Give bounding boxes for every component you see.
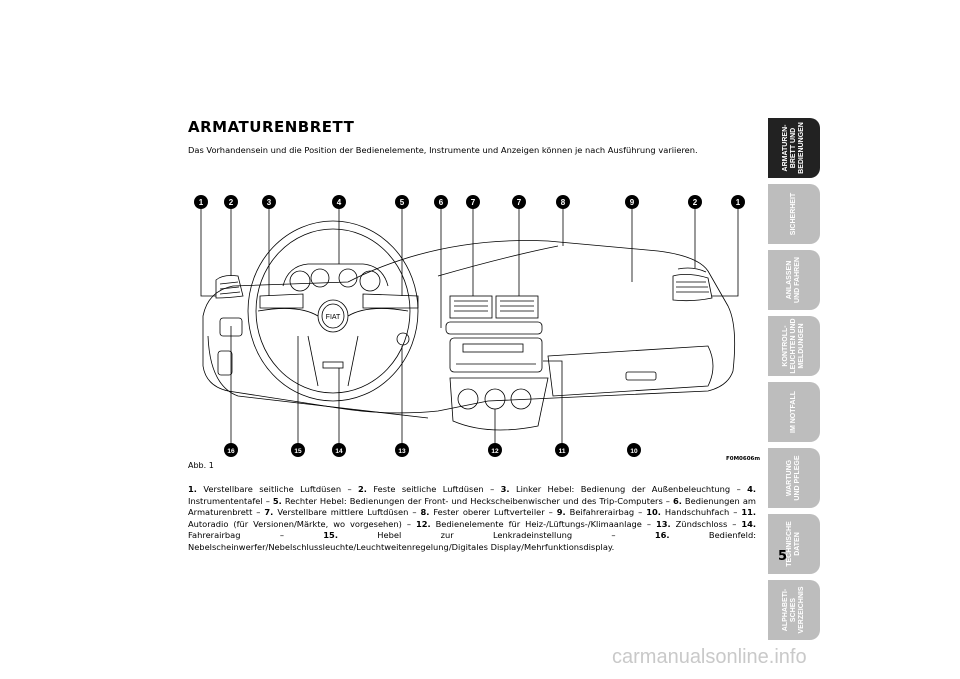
figure-id: F0M0606m [726, 456, 761, 462]
callout-6: 6 [439, 198, 444, 207]
callout-7b: 7 [517, 198, 522, 207]
tab-armaturenbrett[interactable]: ARMATUREN- BRETT UND BEDIENUNGEN [768, 118, 820, 178]
fiat-logo: FIAT [326, 314, 341, 321]
tab-notfall[interactable]: IM NOTFALL [768, 382, 820, 442]
callout-2b: 2 [693, 198, 698, 207]
watermark: carmanualsonline.info [612, 646, 807, 668]
callout-15: 15 [294, 448, 302, 455]
chapter-tabs: ARMATUREN- BRETT UND BEDIENUNGEN SICHERH… [768, 118, 820, 646]
tab-technische-daten[interactable]: TECHNISCHE DATEN [768, 514, 820, 574]
intro-text: Das Vorhandensein und die Position der B… [188, 145, 698, 155]
callout-10: 10 [630, 448, 638, 455]
tab-verzeichnis[interactable]: ALPHABETI- SCHES VERZEICHNIS [768, 580, 820, 640]
callout-8: 8 [561, 198, 566, 207]
callout-14: 14 [335, 448, 343, 455]
callout-1b: 1 [736, 198, 741, 207]
dashboard-figure: 1 2 3 4 5 6 7 7 8 9 2 1 16 15 14 13 12 1… [194, 195, 745, 457]
callout-4: 4 [337, 198, 342, 207]
tab-kontrollleuchten[interactable]: KONTROLL- LEUCHTEN UND MELDUNGEN [768, 316, 820, 376]
legend-text: 1. Verstellbare seitliche Luftdüsen – 2.… [188, 484, 757, 552]
callout-2: 2 [229, 198, 234, 207]
tab-sicherheit[interactable]: SICHERHEIT [768, 184, 820, 244]
callout-16: 16 [227, 448, 235, 455]
tab-anlassen[interactable]: ANLASSEN UND FAHREN [768, 250, 820, 310]
figure-caption: Abb. 1 [188, 461, 214, 470]
callout-9: 9 [630, 198, 635, 207]
callout-11: 11 [559, 448, 566, 455]
callout-1: 1 [199, 198, 204, 207]
tab-wartung[interactable]: WARTUNG UND PFLEGE [768, 448, 820, 508]
page-number: 5 [778, 549, 788, 564]
callout-13: 13 [398, 448, 406, 455]
page-title: ARMATURENBRETT [188, 118, 355, 136]
callout-5: 5 [400, 198, 405, 207]
callout-7a: 7 [471, 198, 476, 207]
callout-12: 12 [491, 448, 499, 455]
callout-3: 3 [267, 198, 272, 207]
